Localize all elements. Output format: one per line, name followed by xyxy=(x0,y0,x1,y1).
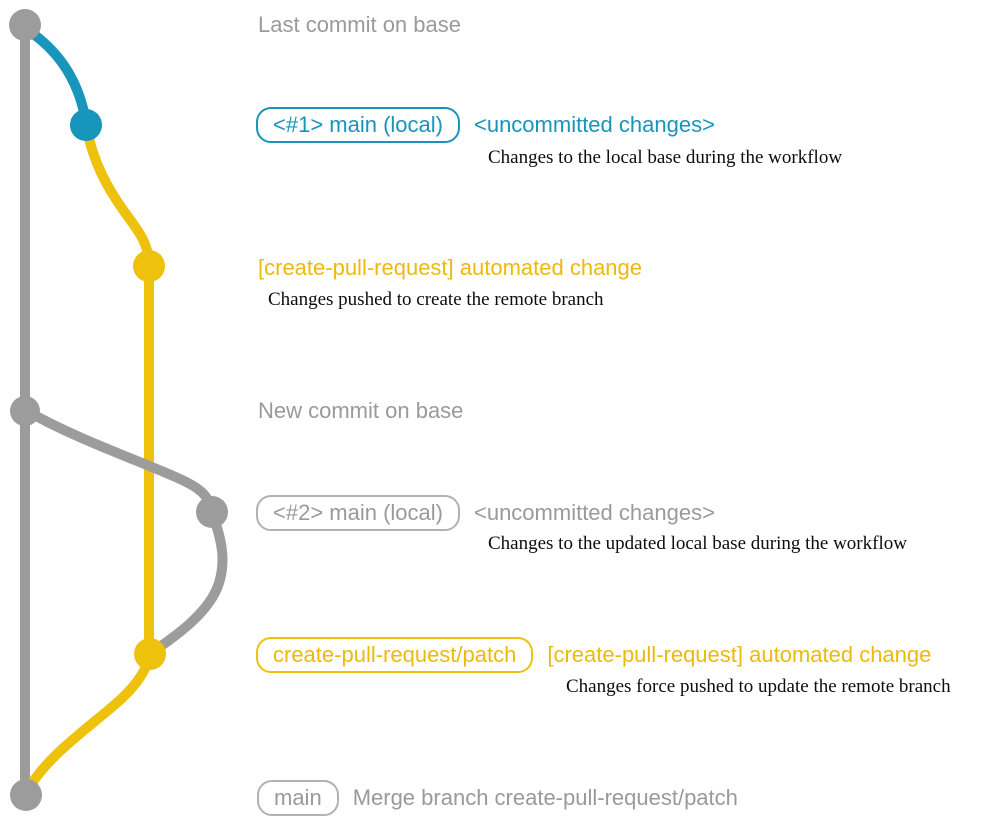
last-commit-label: Last commit on base xyxy=(258,12,461,37)
commit-node-force-pushed xyxy=(134,638,166,670)
branch-badge-main-local-1: <#1> main (local) xyxy=(256,107,460,143)
row-merge-commit: main Merge branch create-pull-request/pa… xyxy=(257,780,738,816)
patch-branch-curve-top xyxy=(81,121,154,269)
row-commit-local-1: <#1> main (local) <uncommitted changes> xyxy=(256,107,715,143)
commit-description-uncommitted-1: Changes to the local base during the wor… xyxy=(488,147,843,168)
commit-node-pushed xyxy=(133,250,165,282)
merge-curve xyxy=(22,650,155,797)
commit-description-automated-2: Changes force pushed to update the remot… xyxy=(566,676,951,697)
row-last-commit: Last commit on base xyxy=(258,11,461,39)
commit-node-new-base xyxy=(10,396,40,426)
row-new-commit: New commit on base xyxy=(258,397,463,425)
commit-title-uncommitted-1: <uncommitted changes> xyxy=(473,112,715,137)
branch-badge-patch: create-pull-request/patch xyxy=(256,637,534,673)
branch-badge-main-local-2: <#2> main (local) xyxy=(256,495,460,531)
merge-commit-label: Merge branch create-pull-request/patch xyxy=(352,785,738,810)
commit-node-local-1 xyxy=(70,109,102,141)
commit-description-automated-1: Changes pushed to create the remote bran… xyxy=(268,289,604,310)
commit-title-uncommitted-2: <uncommitted changes> xyxy=(473,500,715,525)
branch-badge-main: main xyxy=(257,780,339,816)
local-branch-2-return-curve xyxy=(146,507,228,658)
local-branch-1-curve xyxy=(20,23,91,129)
commit-node-local-2 xyxy=(196,496,228,528)
commit-title-automated-1: [create-pull-request] automated change xyxy=(258,255,643,280)
new-commit-label: New commit on base xyxy=(258,398,464,423)
commit-node-last-base xyxy=(9,9,41,41)
commit-title-automated-2: [create-pull-request] automated change xyxy=(547,642,932,667)
row-commit-local-2: <#2> main (local) <uncommitted changes> xyxy=(256,495,715,531)
local-branch-2-curve xyxy=(20,405,217,516)
row-commit-force-pushed: create-pull-request/patch [create-pull-r… xyxy=(256,637,931,673)
row-commit-pushed: [create-pull-request] automated change xyxy=(258,254,642,282)
commit-description-uncommitted-2: Changes to the updated local base during… xyxy=(488,533,907,554)
commit-node-merge xyxy=(10,779,42,811)
